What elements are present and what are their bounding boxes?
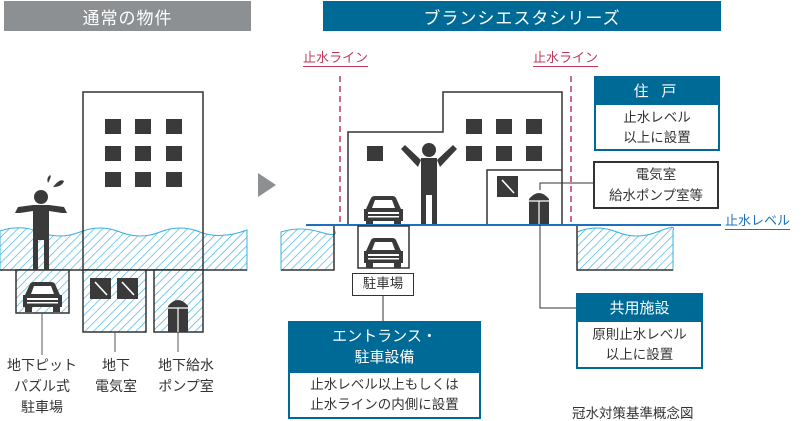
entrance-title: エントランス・ [332,327,437,345]
water-stop-level-label: 止水レベル [725,214,791,230]
flood-water-right-a [280,228,336,271]
entrance-text: 止水ラインの内側に設置 [310,397,459,413]
dwelling-box: 住 戸 止水レベル 以上に設置 [594,76,720,151]
label-basement-pump: 地下給水 ポンプ室 [150,356,222,398]
shared-facility-box: 共用施設 原則止水レベル 以上に設置 [576,293,703,369]
electric-room-box: 電気室 給水ポンプ室等 [593,161,719,209]
electric-room-text: 電気室 [635,167,677,183]
water-stop-line-label-left: 止水ライン [303,51,369,67]
entrance-box: エントランス・ 駐車設備 止水レベル以上もしくは 止水ラインの内側に設置 [288,321,481,419]
header-branciesta-series: ブランシエスタシリーズ [323,1,721,31]
label-line: 地下ピット [7,358,77,374]
windows-right [367,119,542,161]
person-cheering-icon [401,143,457,225]
label-basement-electric: 地下 電気室 [90,356,142,398]
arrow-right-icon [258,173,276,197]
label-line: ポンプ室 [158,379,214,395]
label-pit-parking: 地下ピット パズル式 駐車場 [0,356,84,419]
dwelling-text: 止水レベル [623,110,691,126]
flood-water-right-b [576,226,675,271]
building-right [347,91,563,225]
person-flooded-icon [15,175,67,270]
entrance-text: 止水レベル以上もしくは [310,377,459,393]
shared-facility-title: 共用施設 [578,295,701,322]
electric-room-text: 給水ポンプ室等 [608,188,704,204]
parking-label: 駐車場 [352,273,414,296]
label-line: 地下給水 [158,358,214,374]
label-line: 地下 [102,358,130,374]
label-line: パズル式 [14,379,70,395]
label-line: 駐車場 [21,400,63,416]
shared-facility-text: 以上に設置 [605,347,674,363]
header-normal-property: 通常の物件 [4,1,251,31]
diagram-caption: 冠水対策基準概念図 [572,406,694,421]
dwelling-text: 以上に設置 [623,130,691,146]
shared-facility-text: 原則止水レベル [592,327,687,343]
windows-left [105,119,182,187]
entrance-title: 駐車設備 [354,348,415,366]
label-line: 電気室 [95,379,137,395]
water-stop-line-label-right: 止水ライン [533,51,599,67]
dwelling-title: 住 戸 [596,78,718,105]
